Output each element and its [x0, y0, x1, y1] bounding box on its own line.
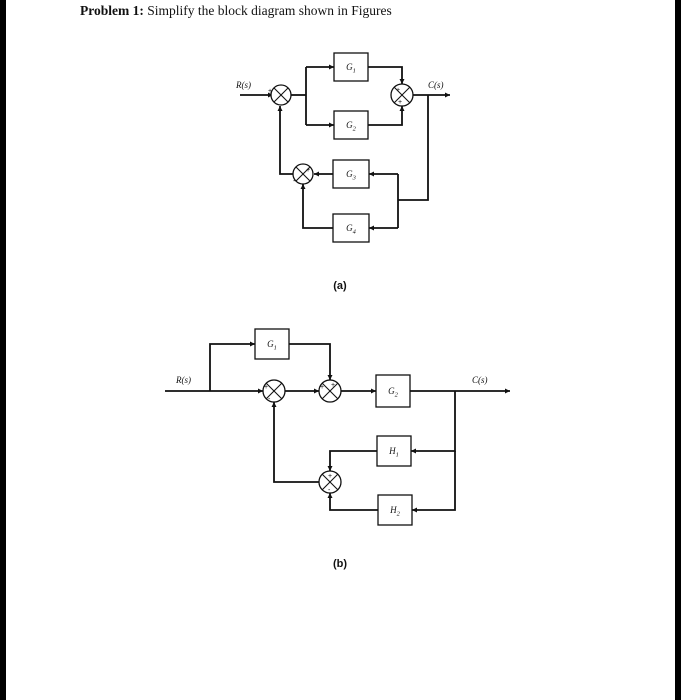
figure-a-signal-lines	[240, 64, 450, 231]
figure-a-sign-sum1-input: +	[268, 88, 272, 95]
problem-text: Simplify the block diagram shown in Figu…	[147, 3, 392, 18]
figure-a-summing-junction-2: + +	[390, 83, 414, 107]
figure-b-sign-sum3-top: +	[328, 473, 332, 480]
figure-b-sign-sum1-bottom: -	[268, 396, 271, 403]
figure-a-block-g3: G3	[332, 159, 370, 189]
figure-a-block-g2: G2	[333, 110, 369, 140]
figure-b-sign-sum3-bottom: -	[328, 487, 331, 494]
figure-a-block-g4: G4	[332, 213, 370, 243]
figure-b-summing-junction-1: + -	[262, 379, 286, 403]
figure-a-output-label: C(s)	[428, 80, 444, 90]
figure-a-input-label: R(s)	[235, 80, 251, 90]
figure-a: G1 G2 G3 G4 + + +	[235, 52, 450, 292]
figure-a-sign-sum2-top: +	[396, 87, 400, 94]
figure-a-sign-sum2-bottom: +	[398, 99, 402, 106]
figure-b-block-g1: G1	[254, 328, 290, 360]
figure-a-caption: (a)	[333, 280, 347, 292]
figure-b-sign-sum2-top: +	[331, 382, 335, 389]
figure-a-block-g1-label: G1	[346, 62, 356, 75]
figure-b-output-label: C(s)	[472, 375, 488, 385]
figure-a-sign-sum3-bottom: -	[293, 178, 296, 185]
figure-a-block-g2-label: G2	[346, 120, 357, 133]
figure-b-block-h1-label: H1	[388, 446, 399, 459]
figure-b: G1 G2 H1 H2 + - + +	[165, 328, 510, 570]
figure-b-block-h2: H2	[377, 494, 413, 526]
figure-a-summing-junction-3: + -	[292, 163, 314, 185]
figure-a-block-g1: G1	[333, 52, 369, 82]
problem-number: Problem 1:	[80, 3, 144, 18]
figure-b-sign-sum1-input: +	[264, 384, 268, 391]
figure-b-caption: (b)	[333, 558, 347, 570]
figure-a-block-g3-label: G3	[346, 169, 357, 182]
figure-b-block-h1: H1	[376, 435, 412, 467]
figure-b-block-h2-label: H2	[389, 505, 401, 518]
figure-a-block-g4-label: G4	[346, 223, 357, 236]
figure-b-signal-lines	[165, 341, 510, 513]
figure-b-block-g2: G2	[375, 374, 411, 408]
figure-b-input-label: R(s)	[175, 375, 191, 385]
figure-a-summing-junction-1: +	[268, 84, 292, 106]
figure-b-sign-sum2-input: +	[320, 384, 324, 391]
figure-b-block-g2-label: G2	[388, 386, 399, 399]
figure-a-sign-sum3-input: +	[306, 167, 310, 174]
figure-b-summing-junction-2: + +	[318, 379, 342, 403]
problem-title: Problem 1: Simplify the block diagram sh…	[80, 3, 392, 19]
figure-b-block-g1-label: G1	[267, 339, 277, 352]
figure-b-summing-junction-3: + -	[318, 470, 342, 494]
